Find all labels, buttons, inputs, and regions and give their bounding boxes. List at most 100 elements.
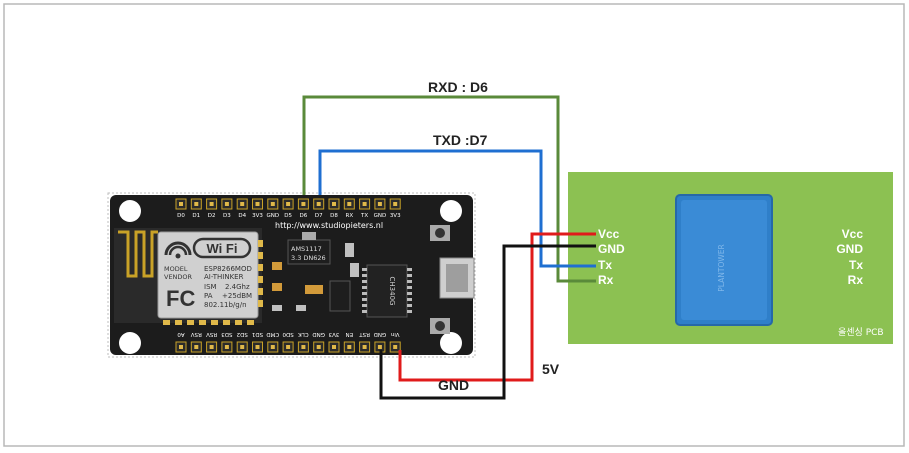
top-pin-label: D5 bbox=[284, 213, 292, 219]
top-pin-label: D3 bbox=[223, 213, 231, 219]
bottom-pin-contact bbox=[194, 345, 199, 349]
module-pad bbox=[247, 320, 254, 325]
sensor-chip-label: PLANTOWER bbox=[717, 244, 726, 291]
bottom-pin-label: EN bbox=[346, 331, 354, 337]
regulator-tab bbox=[302, 232, 316, 240]
sensor-pcb-caption: 올센싱 PCB bbox=[838, 327, 884, 338]
module-pad bbox=[258, 300, 263, 307]
mount-hole-bl bbox=[119, 332, 141, 354]
module-pa: +25dBM bbox=[222, 292, 252, 300]
wifi-logo: Wi Fi bbox=[164, 237, 252, 259]
antenna-trace bbox=[118, 230, 158, 278]
bottom-pin-label: GND bbox=[374, 331, 387, 337]
ch340g-pin bbox=[362, 298, 367, 301]
module-pads bbox=[163, 240, 263, 325]
ch340g-pin bbox=[407, 280, 412, 283]
txd-wire-label: TXD :D7 bbox=[433, 132, 488, 148]
top-pin-label: D7 bbox=[315, 213, 323, 219]
bottom-pin-contact bbox=[209, 345, 214, 349]
bottom-pin-label: RSV bbox=[206, 331, 217, 337]
mount-hole-br bbox=[440, 332, 462, 354]
flash-button-cap bbox=[435, 228, 445, 238]
usb-port-inner bbox=[446, 264, 468, 292]
top-pin-contact bbox=[255, 202, 260, 206]
mount-hole-tr bbox=[440, 200, 462, 222]
bottom-pin-label: CLK bbox=[298, 331, 309, 337]
module-pad bbox=[235, 320, 242, 325]
module-model: ESP8266MOD bbox=[204, 265, 252, 273]
module-pad bbox=[223, 320, 230, 325]
sensor-pin-left-gnd: GND bbox=[598, 242, 625, 256]
module-pad bbox=[199, 320, 206, 325]
module-pad bbox=[258, 252, 263, 259]
sensor-pin-left-tx: Tx bbox=[598, 258, 612, 272]
bottom-pin-label: SD0 bbox=[282, 331, 294, 337]
rxd-wire-label: RXD : D6 bbox=[428, 79, 488, 95]
top-pin-label: GND bbox=[374, 213, 387, 219]
module-pad bbox=[258, 276, 263, 283]
smd-3 bbox=[272, 305, 282, 311]
wire-txd bbox=[318, 149, 596, 268]
smd-1 bbox=[272, 262, 282, 270]
wire-rxd bbox=[302, 95, 596, 283]
module-pad bbox=[175, 320, 182, 325]
v5-wire-label: 5V bbox=[542, 361, 560, 377]
ch340g-pin bbox=[362, 304, 367, 307]
top-pin-label: D0 bbox=[177, 213, 185, 219]
mount-hole-tl bbox=[119, 200, 141, 222]
smd-4 bbox=[296, 305, 306, 311]
ch340g-pin bbox=[407, 298, 412, 301]
wires: RXD : D6 TXD :D7 GND 5V bbox=[302, 79, 596, 400]
module-pa-label: PA bbox=[204, 292, 213, 300]
bottom-pin-contact bbox=[393, 345, 398, 349]
sensor-pin-left-rx: Rx bbox=[598, 273, 614, 287]
bottom-pin-label: RSV bbox=[191, 331, 202, 337]
component-2 bbox=[350, 263, 359, 277]
board-url: http://www.studiopieters.nl bbox=[275, 221, 383, 230]
ch340g-pin bbox=[362, 268, 367, 271]
top-pin-label: D6 bbox=[300, 213, 308, 219]
top-pin-contact bbox=[270, 202, 275, 206]
ch340g-pin bbox=[362, 274, 367, 277]
regulator-line1: AMS1117 bbox=[291, 245, 322, 253]
bottom-pin-contact bbox=[270, 345, 275, 349]
module-pad bbox=[258, 264, 263, 271]
diode-block bbox=[329, 280, 351, 312]
ch340g-label: CH340G bbox=[388, 277, 396, 306]
top-pin-label: RX bbox=[346, 213, 354, 219]
bottom-pin-label: 3V3 bbox=[328, 331, 339, 337]
ch340g-chip bbox=[366, 264, 408, 318]
antenna-area bbox=[118, 282, 158, 318]
top-pin-contact bbox=[377, 202, 382, 206]
top-pin-contact bbox=[209, 202, 214, 206]
regulator-chip bbox=[287, 239, 331, 265]
regulator-line2: 3.3 DN626 bbox=[291, 254, 326, 262]
module-vendor-label: VENDOR bbox=[164, 273, 193, 281]
bottom-pin-contact bbox=[286, 345, 291, 349]
bottom-pin-contact bbox=[362, 345, 367, 349]
module-ism: 2.4Ghz bbox=[225, 283, 250, 291]
esp-shield bbox=[157, 231, 259, 319]
sensor-chip-inner bbox=[681, 200, 767, 320]
ch340g-pin bbox=[362, 310, 367, 313]
module-pad bbox=[163, 320, 170, 325]
bottom-pin-label: SD3 bbox=[221, 331, 233, 337]
top-pin-label: D4 bbox=[238, 213, 246, 219]
module-pad bbox=[258, 288, 263, 295]
module-model-label: MODEL bbox=[164, 265, 188, 273]
top-pin-contact bbox=[179, 202, 183, 206]
bottom-pin-label: SD2 bbox=[237, 331, 248, 337]
top-pin-contact bbox=[301, 202, 306, 206]
top-pin-contact bbox=[362, 202, 367, 206]
wifi-logo-text: Wi Fi bbox=[207, 241, 238, 256]
top-pin-label: D8 bbox=[330, 213, 338, 219]
ch340g-pin bbox=[407, 292, 412, 295]
bottom-pin-label: Vin bbox=[390, 331, 399, 337]
ch340g-pin bbox=[407, 310, 412, 313]
bottom-pin-contact bbox=[240, 345, 245, 349]
